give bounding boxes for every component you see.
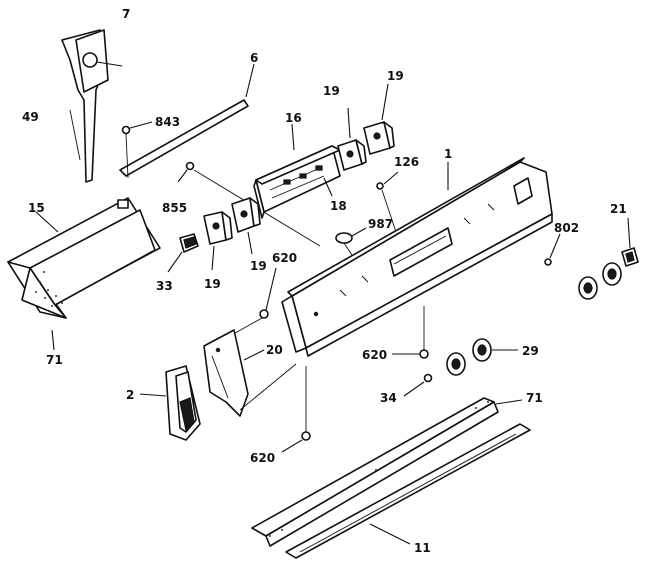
part-knob-b [602,262,622,286]
part-knob-29b [472,338,518,362]
part-knob-a [578,276,598,300]
callout-49: 49 [22,110,39,124]
callout-19-lower-left: 19 [204,277,221,291]
part-control-module-16 [253,123,341,219]
part-plug-34 [403,373,433,397]
callout-15: 15 [28,201,45,215]
part-switch-19d [231,197,261,255]
callout-33: 33 [156,279,173,293]
callout-16: 16 [285,111,302,125]
callout-11: 11 [414,541,431,555]
callout-6: 6 [250,51,258,65]
part-screw-802 [544,233,561,266]
callout-1: 1 [444,147,452,161]
callout-126: 126 [394,155,419,169]
part-screw-620c [281,366,311,453]
callout-labels: 7 6 49 843 16 19 19 126 1 15 855 18 987 … [22,7,627,555]
speckle-texture [35,271,63,307]
part-bracket-7 [61,29,123,183]
part-switch-19b [363,83,395,155]
callout-20: 20 [266,343,283,357]
callout-620-upper: 620 [272,251,297,265]
part-knob-29a [446,352,466,376]
part-screw-855 [177,161,321,247]
callout-19-lower-right: 19 [250,259,267,273]
part-bracket-20 [203,329,297,417]
callout-29: 29 [522,344,539,358]
callout-19-upper-right: 19 [387,69,404,83]
callout-71-left: 71 [46,353,63,367]
part-screw-126 [376,171,399,233]
part-clip-33 [167,233,199,273]
callout-843: 843 [155,115,180,129]
part-screw-620b [392,349,429,359]
callout-987: 987 [368,217,393,231]
callout-34: 34 [380,391,397,405]
part-switch-19c [203,211,233,271]
callout-7: 7 [122,7,130,21]
speckle-texture-lower [269,401,489,537]
callout-620-middle: 620 [362,348,387,362]
callout-21: 21 [610,202,627,216]
part-control-panel-1 [281,157,553,357]
callout-19-upper-left: 19 [323,84,340,98]
callout-855: 855 [162,201,187,215]
callout-2: 2 [126,388,134,402]
part-screw-620a [211,267,277,347]
part-strip-6 [119,63,255,177]
part-knob-21 [621,217,639,267]
callout-802: 802 [554,221,579,235]
part-side-panel-15 [7,197,161,351]
part-lower-trim-71 [251,397,523,547]
part-grommet-987 [335,227,367,259]
part-bottom-strip-11 [285,423,531,559]
part-switch-19a [337,107,367,171]
callout-71-right: 71 [526,391,543,405]
part-screw-843 [121,121,153,179]
part-end-cap-2 [139,365,201,441]
callout-620-lower: 620 [250,451,275,465]
callout-18: 18 [330,199,347,213]
